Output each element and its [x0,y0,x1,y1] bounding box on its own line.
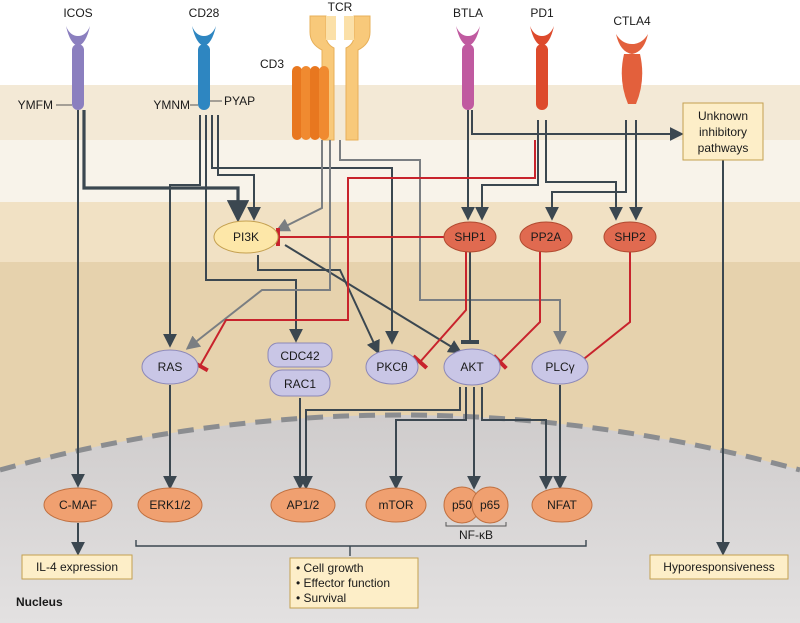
icos-label: ICOS [63,6,92,20]
hyporesponsiveness-box: Hyporesponsiveness [649,554,789,580]
nuclear-membrane [0,412,800,473]
svg-text:AP1/2: AP1/2 [287,498,320,512]
akt-node: AKT [443,348,501,386]
p65-node: p65 [471,486,509,524]
activation-arrows [71,110,730,556]
svg-text:IL-4 expression: IL-4 expression [36,560,118,574]
pi3k-node: PI3K [213,220,279,254]
svg-text:PP2A: PP2A [531,230,562,244]
cmaf-node: C-MAF [43,487,113,523]
plc-gamma-node: PLCγ [531,349,589,385]
svg-text:Hyporesponsiveness: Hyporesponsiveness [663,560,774,574]
svg-text:AKT: AKT [460,360,484,374]
p50-node: p50 [443,486,481,524]
svg-text:• Cell growth: • Cell growth [296,561,364,575]
svg-text:inhibitory: inhibitory [699,125,747,139]
rac1-node: RAC1 [269,369,331,397]
svg-text:p65: p65 [480,498,500,512]
svg-text:RAS: RAS [158,360,183,374]
erk-node: ERK1/2 [137,487,203,523]
cd28-receptor [192,26,216,110]
pkc-theta-node: PKCθ [365,349,419,385]
tcr-label: TCR [328,0,353,14]
svg-text:• Survival: • Survival [296,591,346,605]
cd3-label: CD3 [260,57,284,71]
membrane-band [0,85,800,140]
nfkb-label: NF-κB [459,528,493,542]
svg-text:RAC1: RAC1 [284,377,316,391]
ap1-node: AP1/2 [270,487,336,523]
svg-text:SHP2: SHP2 [614,230,646,244]
shp2-node: SHP2 [603,221,657,253]
svg-text:PLCγ: PLCγ [545,360,574,374]
svg-text:PI3K: PI3K [233,230,259,244]
outcomes-box: • Cell growth • Effector function • Surv… [289,557,419,609]
inhibition-arrows [191,140,631,373]
svg-text:• Effector function: • Effector function [296,576,390,590]
svg-text:CDC42: CDC42 [280,349,320,363]
nfat-node: NFAT [531,487,593,523]
mtor-node: mTOR [365,487,427,523]
svg-text:PKCθ: PKCθ [376,360,408,374]
svg-text:mTOR: mTOR [378,498,413,512]
svg-text:Unknown: Unknown [698,109,748,123]
svg-text:NFAT: NFAT [547,498,577,512]
svg-text:SHP1: SHP1 [454,230,486,244]
extracellular-region [0,0,800,85]
ctla4-receptor [616,34,648,104]
btla-label: BTLA [453,6,483,20]
ctla4-label: CTLA4 [613,14,651,28]
pd1-label: PD1 [530,6,554,20]
ras-node: RAS [141,349,199,385]
pp2a-node: PP2A [519,221,573,253]
upper-cytoplasm [0,140,800,202]
ymnm-label: YMNM [153,98,190,112]
svg-text:pathways: pathways [698,141,749,155]
ymfm-label: YMFM [18,98,53,112]
mid-cytoplasm [0,202,800,262]
shp1-node: SHP1 [443,221,497,253]
cd3-complex [292,66,329,140]
nucleus-label: Nucleus [16,595,63,609]
unknown-pathways-box: Unknown inhibitory pathways [682,102,764,161]
svg-text:p50: p50 [452,498,472,512]
cdc42-node: CDC42 [267,342,333,368]
svg-text:ERK1/2: ERK1/2 [149,498,191,512]
icos-receptor [66,26,90,110]
pd1-receptor [530,26,554,110]
tcr-arrows [185,140,567,350]
il4-expression-box: IL-4 expression [21,554,133,580]
cd28-label: CD28 [189,6,220,20]
btla-receptor [456,26,480,110]
svg-text:C-MAF: C-MAF [59,498,97,512]
pyap-label: PYAP [224,94,255,108]
